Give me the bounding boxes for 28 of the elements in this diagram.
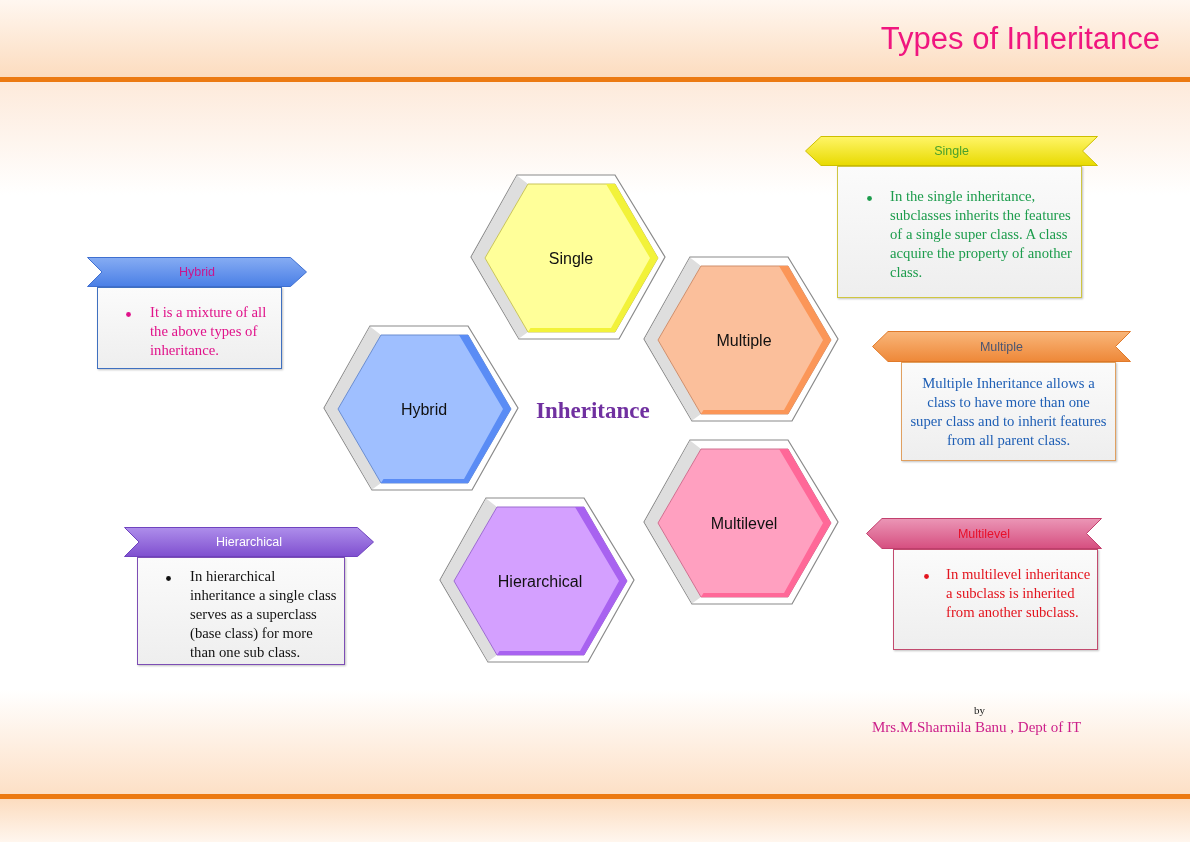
hexagon-tile [643, 439, 839, 605]
description-text: Multiple Inheritance allows a class to have more than one super class and to inherit features from all parent class. [909, 373, 1108, 450]
hexagon-tile [470, 174, 666, 340]
description-text: In hierarchical inheritance a single class serves as a superclass (base class) for more than one sub class. [190, 566, 338, 662]
card-heading: Single [934, 143, 969, 159]
hexagon-tile [439, 497, 635, 663]
info-card [872, 331, 1131, 461]
author-credit: Mrs.M.Sharmila Banu , Dept of IT [872, 718, 1082, 736]
type-label: Hierarchical [497, 571, 583, 591]
type-label: Multilevel [710, 513, 778, 533]
card-heading: Multiple [979, 339, 1024, 354]
info-card [124, 527, 374, 665]
page-title: Types of Inheritance [880, 21, 1160, 57]
type-label: Single [548, 248, 594, 268]
info-card [866, 518, 1102, 650]
info-card [87, 257, 307, 369]
hub-label: Inheritance [536, 397, 650, 424]
description-text: In multilevel inheritance a subclass is inherited from another subclass. [946, 564, 1092, 622]
card-heading: Multilevel [957, 526, 1011, 541]
type-label: Hybrid [400, 399, 448, 419]
description-text: It is a mixture of all the above types of inheritance. [150, 302, 268, 360]
card-heading: Hierarchical [216, 534, 282, 550]
hexagon-tile [323, 325, 519, 491]
card-heading: Hybrid [178, 264, 216, 280]
description-text: In the single inheritance, subclasses inherits the features of a single super class. A class acquire the property of another class. [890, 186, 1073, 282]
type-label: Multiple [716, 330, 772, 350]
info-card [805, 136, 1098, 298]
byline-text: by [974, 704, 985, 717]
